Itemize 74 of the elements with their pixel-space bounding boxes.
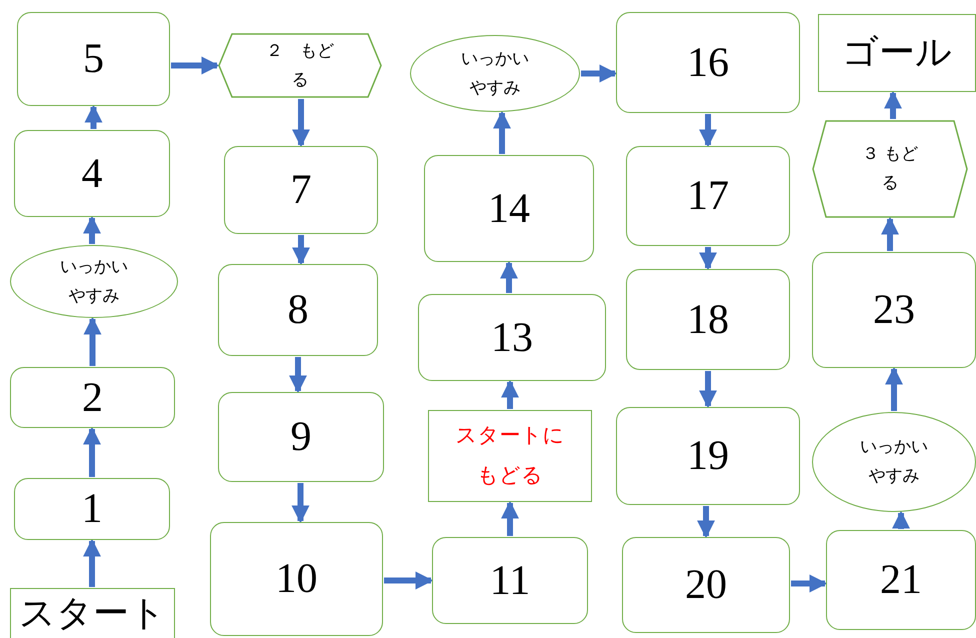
back-hexagon	[218, 33, 382, 98]
rounded-box	[626, 146, 790, 246]
arrow	[493, 110, 511, 154]
square-number: 8	[288, 289, 308, 331]
back-hexagon	[812, 120, 968, 218]
square-box	[818, 14, 976, 92]
square-number: 11	[490, 560, 530, 602]
rounded-box	[218, 392, 384, 482]
square-number: 14	[488, 188, 530, 230]
rounded-box	[812, 252, 976, 368]
square-label: スタート	[19, 596, 166, 632]
rounded-box	[424, 155, 594, 262]
arrow	[791, 574, 828, 592]
arrow	[699, 114, 717, 148]
rounded-box	[616, 407, 800, 505]
arrow	[884, 90, 902, 119]
square-number: 9	[290, 416, 312, 458]
instruction-text: スタートにもどる	[454, 422, 566, 489]
square-number: 20	[685, 564, 727, 606]
instruction-text: いっかいやすみ	[59, 256, 129, 308]
arrow	[84, 104, 102, 129]
square-number: 21	[880, 559, 922, 601]
square-label: ゴール	[842, 35, 952, 71]
rounded-box	[210, 522, 383, 636]
arrow	[581, 64, 618, 82]
arrow	[384, 572, 434, 590]
arrow	[292, 99, 310, 148]
arrow	[892, 510, 910, 529]
rounded-box	[10, 367, 175, 428]
square-number: 16	[687, 42, 729, 84]
square-number: 5	[83, 38, 104, 80]
rounded-box	[432, 537, 588, 624]
rounded-box	[14, 130, 170, 217]
arrow	[699, 247, 717, 270]
square-box	[428, 410, 592, 502]
arrow	[83, 216, 101, 244]
square-number: 17	[687, 175, 729, 217]
arrow	[83, 538, 101, 587]
rounded-box	[17, 12, 170, 106]
square-number: 2	[82, 376, 103, 418]
square-number: 1	[82, 488, 102, 530]
instruction-text: いっかいやすみ	[460, 48, 530, 100]
square-number: 13	[491, 316, 533, 358]
arrow	[292, 235, 310, 266]
instruction-text: いっかいやすみ	[859, 436, 929, 488]
rounded-box	[622, 537, 790, 633]
square-number: 18	[687, 298, 729, 340]
arrow	[697, 506, 715, 538]
arrow	[84, 316, 102, 366]
rounded-box	[626, 269, 790, 370]
arrow	[292, 483, 310, 524]
square-number: 4	[82, 152, 102, 194]
rounded-box	[826, 530, 976, 630]
arrow	[289, 357, 307, 394]
arrow	[881, 216, 899, 251]
square-number: 7	[290, 169, 312, 211]
square-number: 23	[873, 289, 915, 331]
arrow	[171, 56, 220, 74]
arrow	[500, 260, 518, 293]
arrow	[699, 371, 717, 408]
square-number: 19	[687, 435, 729, 477]
rounded-box	[14, 478, 170, 540]
rounded-box	[418, 294, 606, 381]
arrow	[885, 366, 903, 411]
square-number: 10	[276, 558, 318, 600]
square-box	[10, 588, 175, 638]
rounded-box	[218, 264, 378, 356]
arrow	[501, 380, 519, 409]
arrow	[501, 500, 519, 536]
rounded-box	[224, 146, 378, 234]
instruction-text: ２ もどる	[265, 40, 335, 92]
instruction-text: ３ もどる	[860, 143, 920, 195]
arrow	[83, 426, 101, 477]
rounded-box	[616, 12, 800, 113]
